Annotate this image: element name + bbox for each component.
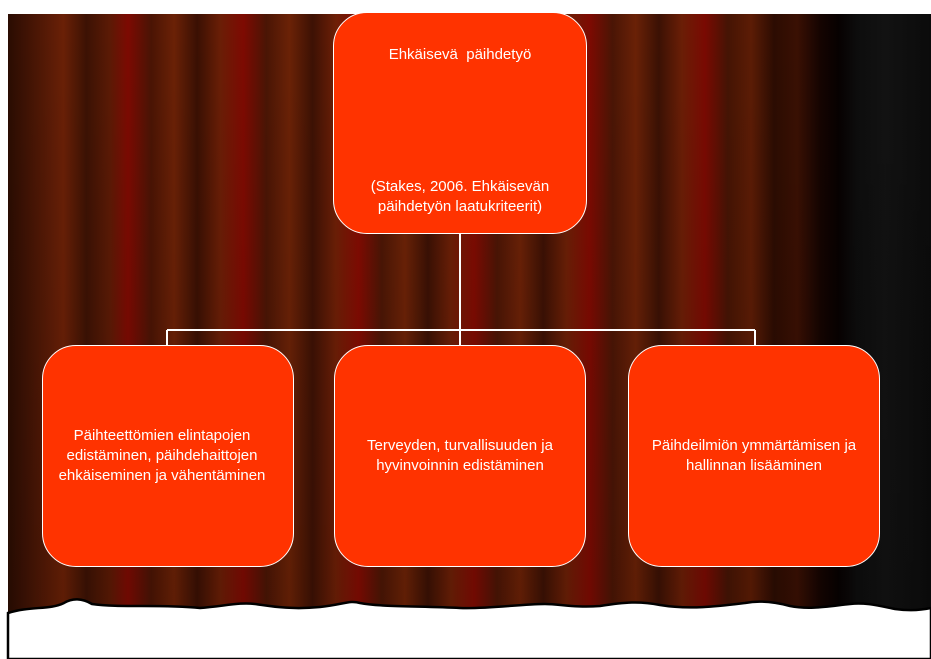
root-subtitle: (Stakes, 2006. Ehkäisevän päihdetyön laa… xyxy=(370,178,550,215)
child-node-right-label: Päihdeilmiön ymmärtämisen ja hallinnan l… xyxy=(651,437,857,474)
child-node-left-label: Päihteettömien elintapojen edistäminen, … xyxy=(58,427,266,484)
child-node-middle: Terveyden, turvallisuuden ja hyvinvoinni… xyxy=(334,345,586,567)
child-node-middle-label: Terveyden, turvallisuuden ja hyvinvoinni… xyxy=(367,437,553,474)
child-node-right: Päihdeilmiön ymmärtämisen ja hallinnan l… xyxy=(628,345,880,567)
root-node: Ehkäisevä päihdetyö (Stakes, 2006. Ehkäi… xyxy=(333,12,587,234)
child-node-left: Päihteettömien elintapojen edistäminen, … xyxy=(42,345,294,567)
root-title: Ehkäisevä päihdetyö xyxy=(388,46,532,63)
